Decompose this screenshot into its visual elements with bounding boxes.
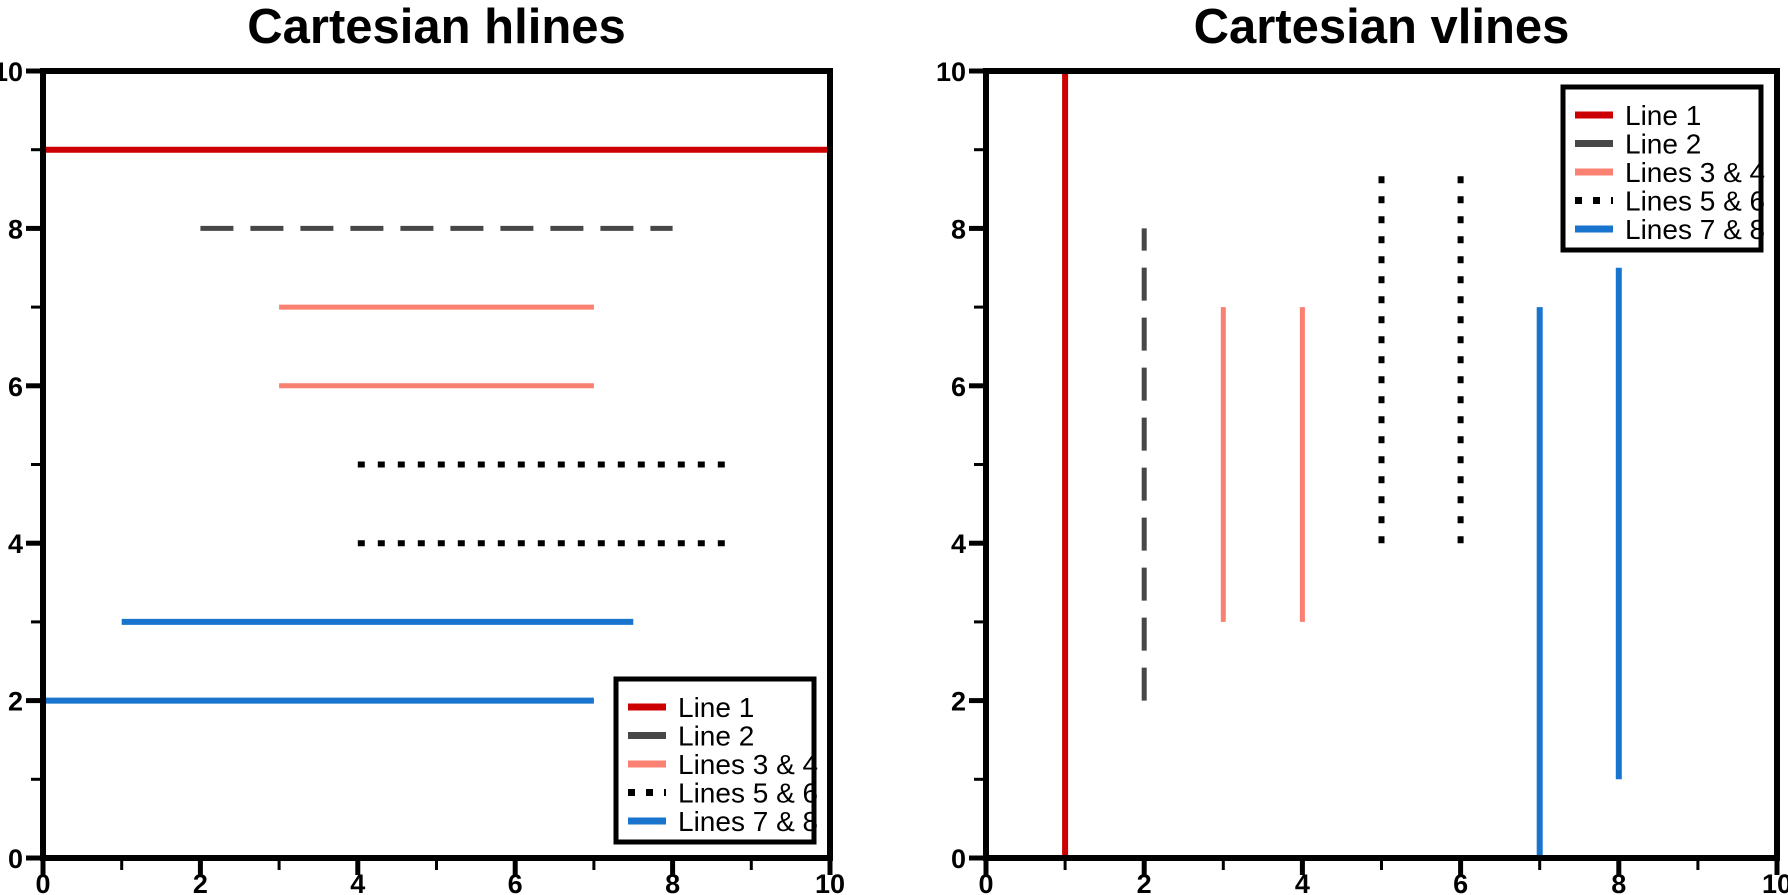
legend-label: Line 1 [678, 692, 754, 723]
x-tick-label: 8 [665, 869, 680, 895]
y-tick-label: 8 [951, 214, 966, 244]
legend-label: Line 1 [1625, 100, 1701, 131]
y-tick-label: 10 [936, 57, 966, 87]
axes-frame [40, 68, 833, 861]
x-tick-label: 0 [978, 869, 993, 895]
x-tick-label: 8 [1611, 869, 1626, 895]
y-tick-label: 4 [951, 529, 966, 559]
y-tick-label: 0 [8, 844, 23, 874]
x-tick-label: 10 [1762, 869, 1788, 895]
vlines-chart-title: Cartesian vlines [1193, 0, 1570, 54]
x-tick-label: 0 [35, 869, 50, 895]
legend-label: Lines 3 & 4 [678, 749, 818, 780]
legend-label: Lines 3 & 4 [1625, 157, 1765, 188]
legend-label: Lines 7 & 8 [1625, 214, 1765, 245]
legend-label: Lines 5 & 6 [678, 778, 818, 809]
y-tick-label: 2 [8, 687, 23, 717]
x-tick-label: 6 [508, 869, 523, 895]
legend-label: Line 2 [678, 721, 754, 752]
y-tick-label: 6 [951, 372, 966, 402]
y-tick-label: 0 [951, 844, 966, 874]
y-tick-label: 8 [8, 214, 23, 244]
legend-label: Lines 7 & 8 [678, 806, 818, 837]
y-tick-label: 2 [951, 687, 966, 717]
x-tick-label: 4 [1295, 869, 1310, 895]
axes-frame [983, 68, 1780, 861]
x-tick-label: 2 [1137, 869, 1152, 895]
y-tick-label: 4 [8, 529, 23, 559]
y-tick-label: 6 [8, 372, 23, 402]
legend-label: Lines 5 & 6 [1625, 186, 1765, 217]
y-tick-label: 10 [0, 57, 23, 87]
x-tick-label: 6 [1453, 869, 1468, 895]
hlines-chart-title: Cartesian hlines [247, 0, 626, 54]
x-tick-label: 4 [350, 869, 365, 895]
x-tick-label: 2 [193, 869, 208, 895]
legend-label: Line 2 [1625, 129, 1701, 160]
x-tick-label: 10 [815, 869, 845, 895]
